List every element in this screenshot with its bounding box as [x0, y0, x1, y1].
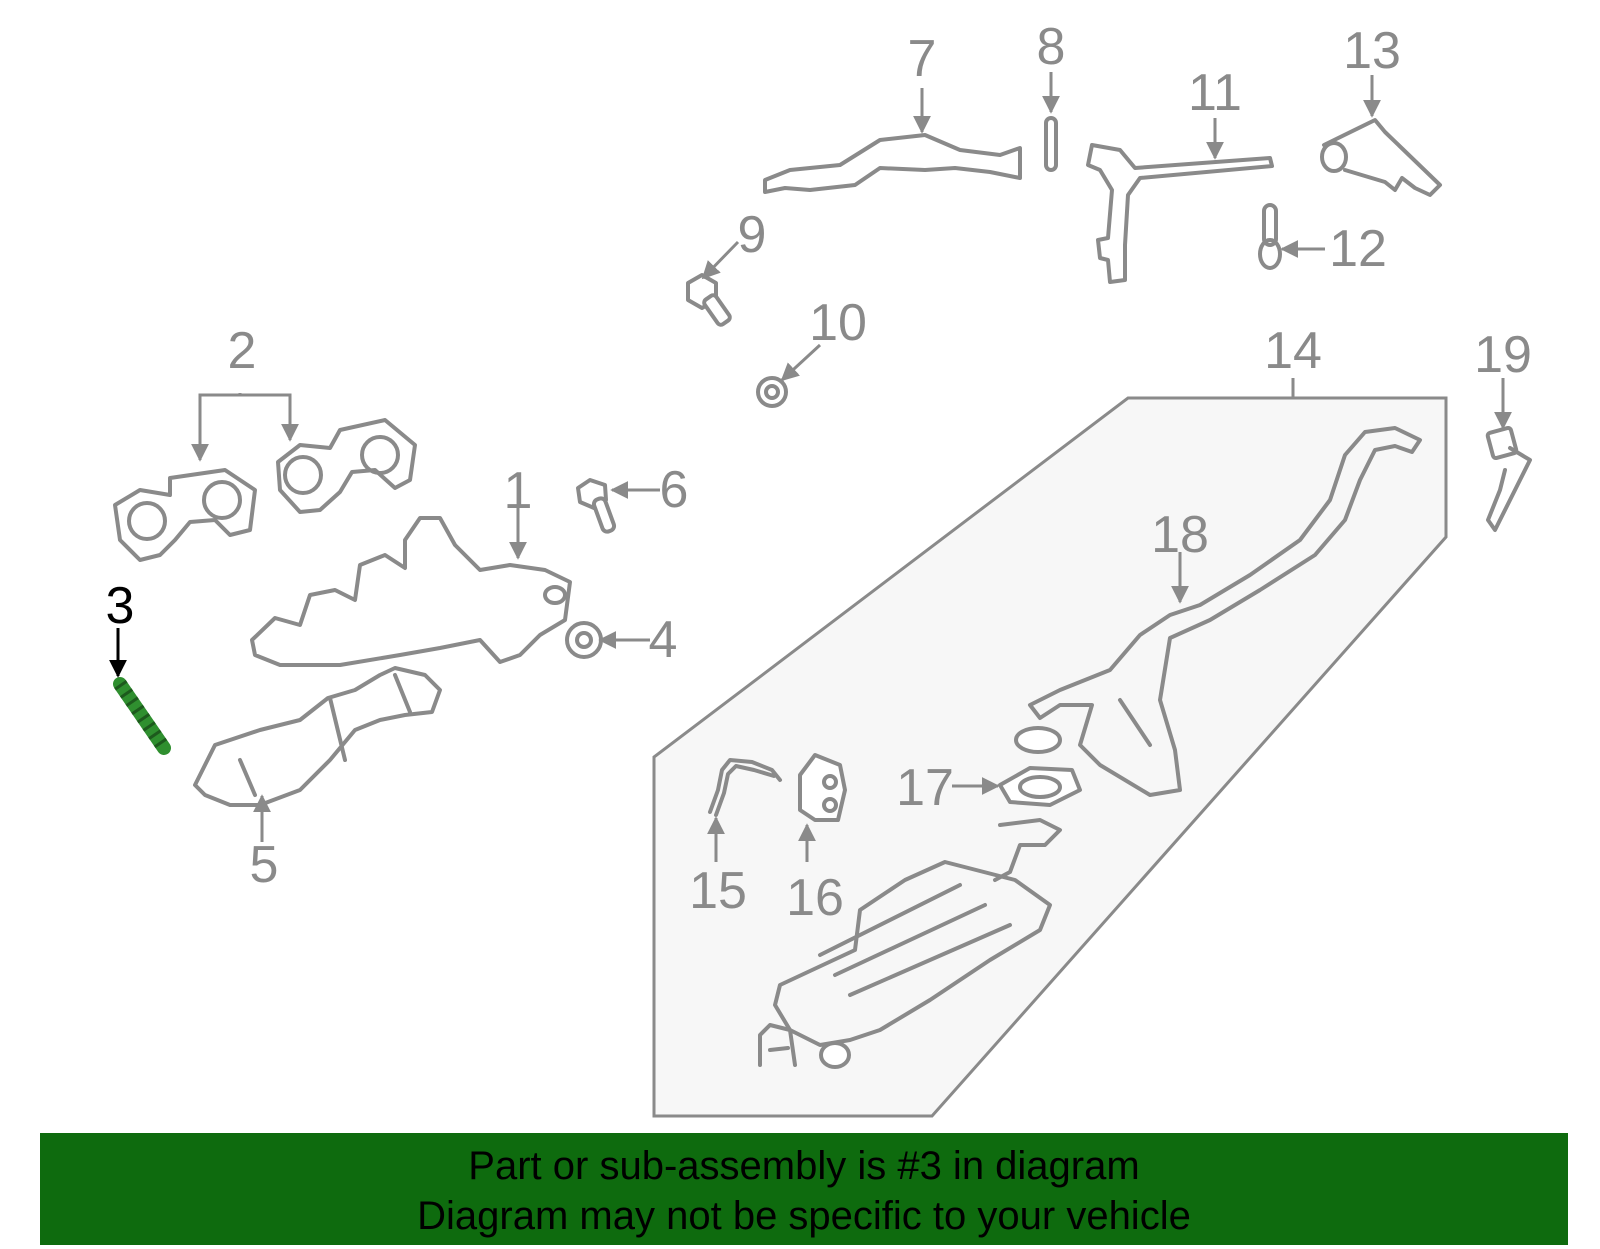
callout-2: 2	[228, 322, 257, 380]
manifold-nut	[565, 621, 603, 659]
banner-line-2: Diagram may not be specific to your vehi…	[417, 1194, 1191, 1238]
muffler	[758, 818, 1062, 1069]
callout-16: 16	[786, 869, 844, 927]
crossover-pipe	[763, 133, 1022, 194]
manifold-bolt	[576, 478, 617, 534]
pin	[1044, 116, 1058, 172]
y-bracket	[1086, 143, 1274, 284]
callout-18: 18	[1151, 506, 1209, 564]
callout-14: 14	[1264, 322, 1322, 380]
manifold-heat-shield	[193, 666, 442, 807]
callout-4: 4	[649, 611, 678, 669]
banner-line-1: Part or sub-assembly is #3 in diagram	[468, 1144, 1140, 1188]
callout-8: 8	[1037, 18, 1066, 76]
part-info-banner: Part or sub-assembly is #3 in diagram Di…	[40, 1133, 1568, 1245]
flange-bolt	[686, 273, 732, 327]
flange-gasket	[998, 766, 1082, 807]
exhaust-manifold	[250, 516, 572, 667]
manifold-gaskets	[113, 418, 417, 562]
tube-bracket	[1320, 118, 1442, 197]
callout-13: 13	[1343, 22, 1401, 80]
callout-9: 9	[738, 206, 767, 264]
callout-11: 11	[1188, 64, 1242, 122]
callout-6: 6	[660, 461, 689, 519]
callout-5: 5	[250, 836, 279, 894]
rubber-isolator	[798, 753, 847, 822]
callout-19: 19	[1474, 326, 1532, 384]
hanger-rod	[708, 758, 782, 817]
callout-1: 1	[504, 462, 533, 520]
nut	[756, 376, 788, 408]
highlighted-stud	[113, 677, 171, 755]
callout-17: 17	[896, 759, 954, 817]
tailpipe	[1014, 426, 1422, 797]
callout-15: 15	[689, 862, 747, 920]
exhaust-hanger	[1485, 426, 1532, 532]
callout-10: 10	[809, 294, 867, 352]
callout-7: 7	[908, 30, 937, 88]
callout-12: 12	[1329, 220, 1387, 278]
callout-3: 3	[106, 577, 135, 635]
stud	[1258, 203, 1282, 270]
